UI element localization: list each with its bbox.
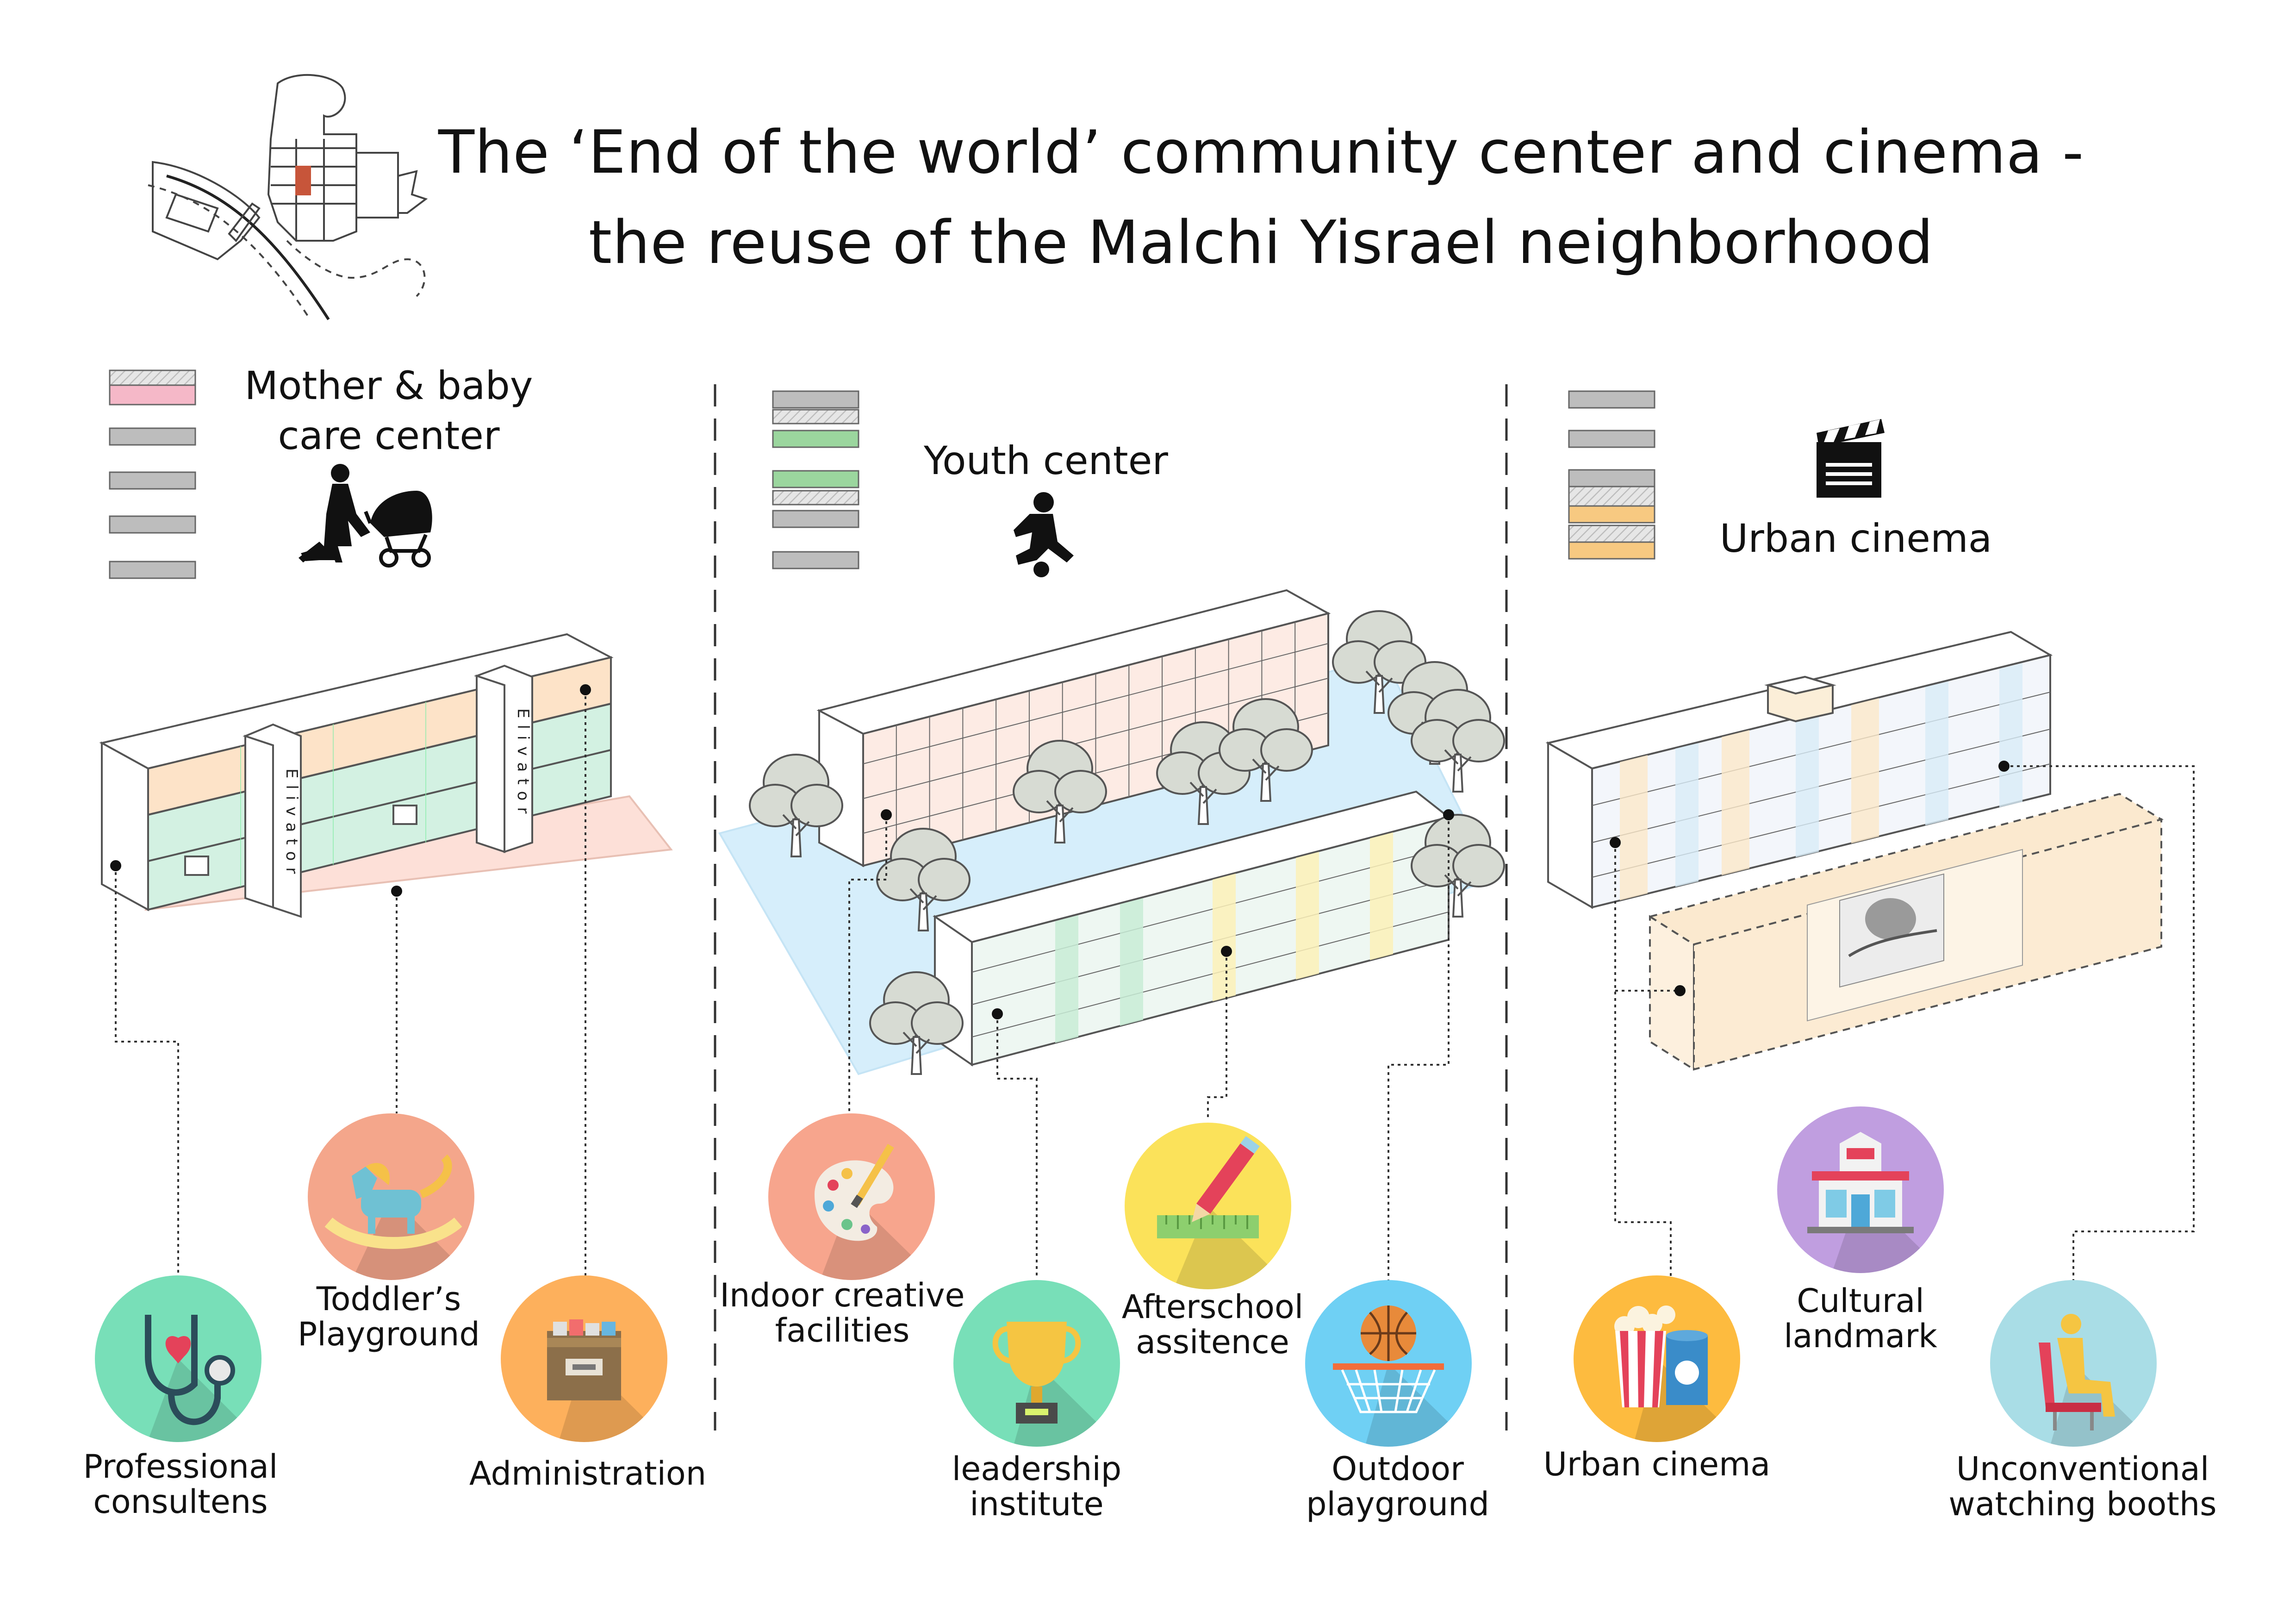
section-1-leader-lines (115, 690, 586, 1275)
palette-icon (768, 1113, 935, 1280)
section-3-floor-legend (1568, 390, 1655, 560)
cinema-building-icon (1777, 1106, 1944, 1273)
clapperboard-icon (1817, 419, 1885, 498)
site-map-icon (148, 74, 428, 320)
rocking-horse-icon (308, 1113, 474, 1280)
caption-afterschool-2: assitence (1136, 1323, 1289, 1361)
seat-icon (1990, 1280, 2157, 1447)
section-1-title-line-2: care center (278, 413, 500, 458)
caption-urban-cinema: Urban cinema (1543, 1445, 1771, 1483)
pencil-ruler-icon (1125, 1123, 1291, 1289)
elevator-label-1: Elivator (282, 768, 301, 880)
caption-indoor-creative-2: facilities (775, 1312, 910, 1349)
caption-administration: Administration (469, 1455, 707, 1493)
caption-leadership-1: leadership (952, 1450, 1122, 1488)
caption-outdoor-playground-2: playground (1306, 1485, 1489, 1523)
section-2-floor-legend (772, 390, 859, 569)
caption-leadership-2: institute (970, 1485, 1104, 1523)
title-line-1: The ‘End of the world’ community center … (438, 118, 2084, 187)
caption-cultural-landmark-2: landmark (1784, 1317, 1937, 1355)
section-3-title: Urban cinema (1719, 516, 1992, 561)
caption-watching-booths-2: watching booths (1948, 1485, 2217, 1523)
caption-indoor-creative-1: Indoor creative (720, 1276, 965, 1314)
caption-professional-consultens-2: consultens (93, 1483, 268, 1521)
file-drawer-icon (501, 1275, 667, 1442)
trophy-icon (953, 1280, 1120, 1447)
section-3-leader-lines (1614, 765, 2195, 1280)
soccer-player-icon (1014, 492, 1074, 577)
popcorn-icon (1574, 1275, 1740, 1442)
caption-professional-consultens-1: Professional (83, 1448, 278, 1486)
caption-toddlers-playground-2: Playground (298, 1315, 480, 1353)
caption-watching-booths-1: Unconventional (1956, 1450, 2209, 1488)
title-line-2: the reuse of the Malchi Yisrael neighbor… (588, 208, 1934, 277)
section-1-title-line-1: Mother & baby (244, 363, 533, 408)
caption-toddlers-playground-1: Toddler’s (316, 1280, 461, 1318)
section-1-floor-legend (109, 369, 196, 579)
urban-cinema-building (1545, 631, 2164, 1071)
caption-outdoor-playground-1: Outdoor (1332, 1450, 1464, 1488)
basketball-hoop-icon (1305, 1280, 1472, 1447)
mother-baby-building (99, 633, 673, 918)
youth-building-back (816, 589, 1331, 868)
stethoscope-icon (95, 1275, 261, 1442)
section-2-title: Youth center (924, 438, 1168, 483)
elevator-label-2: Elivator (514, 708, 532, 820)
caption-afterschool-1: Afterschool (1121, 1288, 1304, 1326)
caption-cultural-landmark-1: Cultural (1797, 1282, 1924, 1320)
mother-stroller-icon (299, 464, 432, 568)
section-2-leader-lines (848, 815, 1450, 1280)
